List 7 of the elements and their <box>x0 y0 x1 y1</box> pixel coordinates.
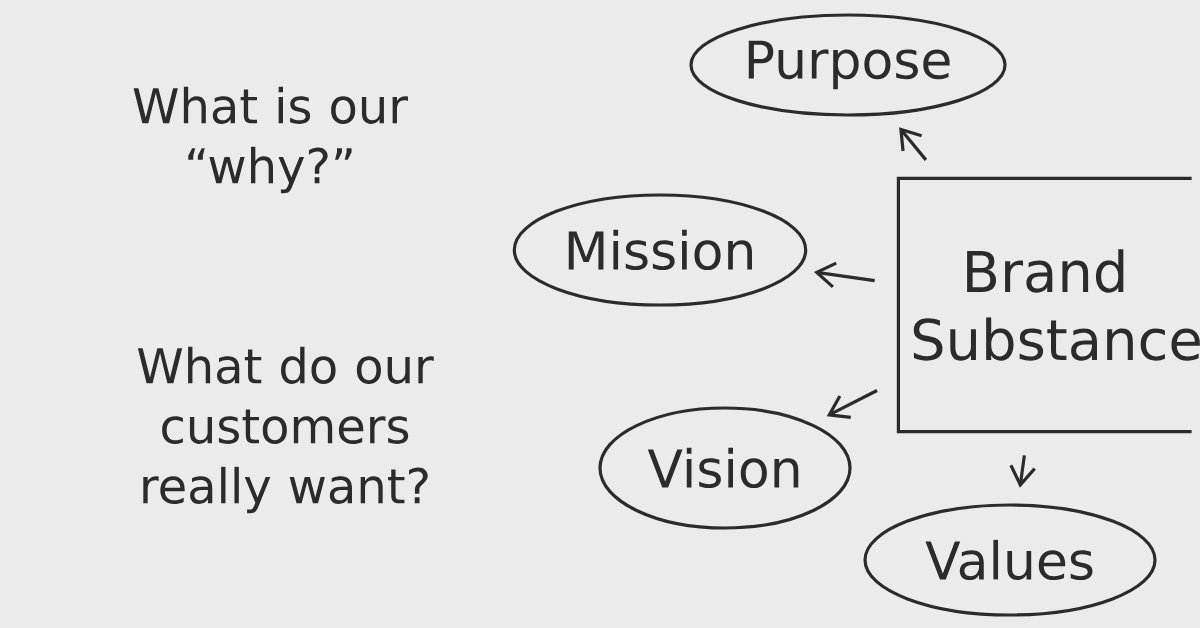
arrow <box>1009 455 1036 488</box>
arrow <box>899 127 928 161</box>
handwritten-question: What is our “why?” <box>133 86 408 194</box>
open-box: Brand Substance <box>896 176 1200 434</box>
arrow <box>813 261 875 289</box>
arrow <box>826 389 878 419</box>
handwritten-question: What do our customers really want? <box>137 346 434 514</box>
